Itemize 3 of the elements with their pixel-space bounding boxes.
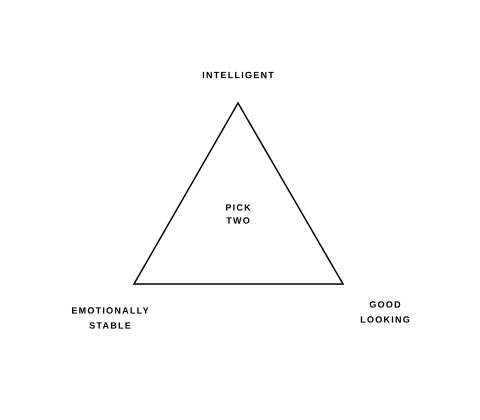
corner-label: EMOTIONALLY STABLE <box>72 307 148 329</box>
corner-label: INTELLIGENT <box>202 72 274 78</box>
corner-label: GOOD LOOKING <box>360 301 410 323</box>
